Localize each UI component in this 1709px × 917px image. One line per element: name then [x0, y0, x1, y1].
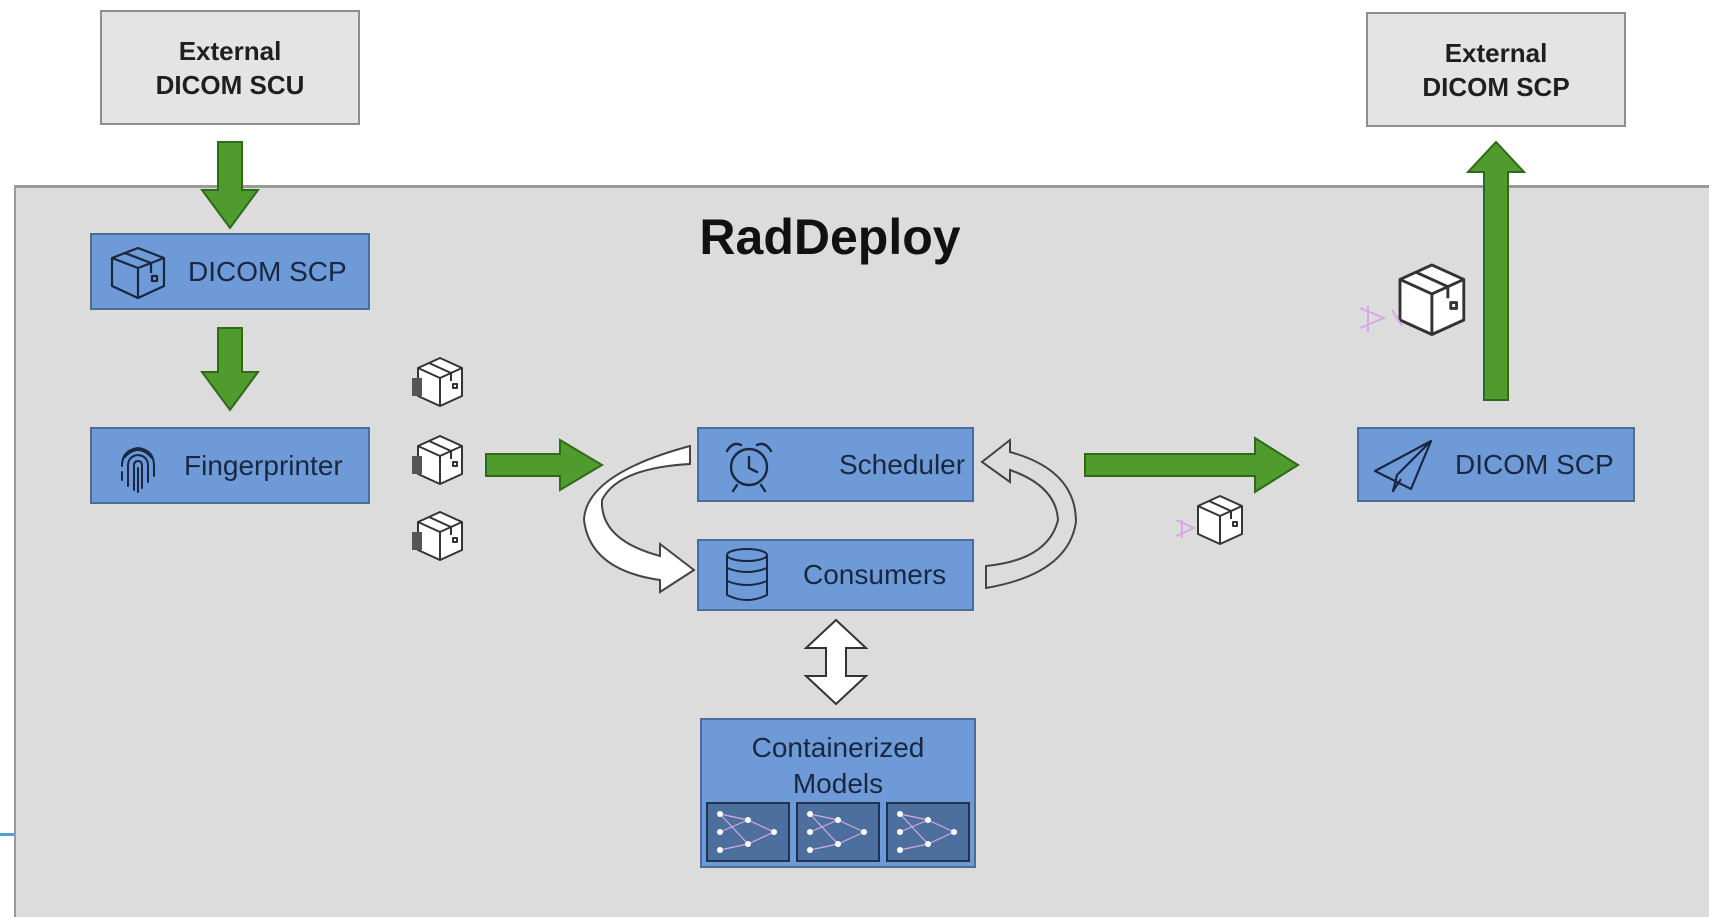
- curved-arrow-scheduler-to-consumers: [582, 444, 696, 594]
- fingerprinter-label: Fingerprinter: [184, 449, 343, 481]
- diagram-title: RadDeploy: [699, 209, 961, 265]
- containerized-models-box: Containerized Models: [700, 718, 976, 868]
- accent-line: [0, 833, 14, 836]
- arrow-scp-to-fingerprinter: [200, 327, 260, 412]
- dicom-scp-input-label: DICOM SCP: [188, 255, 347, 287]
- network-badge-icon: [1175, 519, 1197, 538]
- alarm-clock-icon: [725, 442, 773, 492]
- curved-arrow-consumers-to-scheduler: [980, 437, 1078, 590]
- external-dicom-scp-box: External DICOM SCP: [1366, 12, 1626, 127]
- database-icon: [726, 548, 768, 601]
- arrow-scu-to-scp: [200, 141, 260, 230]
- result-package-icon: [1398, 263, 1466, 336]
- external-scu-line2: DICOM SCU: [155, 69, 305, 100]
- containerized-models-line2: Models: [792, 768, 884, 799]
- arrow-output-scp-to-external-scp: [1465, 140, 1527, 401]
- neural-network-icon: [796, 802, 880, 862]
- package-icon: [110, 246, 166, 299]
- dicom-scp-input-box: DICOM SCP: [90, 233, 370, 310]
- external-dicom-scu-box: External DICOM SCU: [100, 10, 360, 125]
- model-thumbnails: [706, 802, 970, 862]
- external-scu-line1: External: [178, 35, 282, 66]
- consumers-box: Consumers: [697, 539, 974, 611]
- neural-network-icon: [706, 802, 790, 862]
- external-scp-line2: DICOM SCP: [1422, 71, 1570, 102]
- arrow-fingerprinter-to-scheduler: [485, 438, 604, 492]
- result-package-icon: [1197, 495, 1243, 545]
- double-arrow-consumers-models: [803, 618, 869, 706]
- containerized-models-line1: Containerized: [751, 732, 925, 763]
- dicom-scp-output-box: DICOM SCP: [1357, 427, 1635, 502]
- scheduler-box: Scheduler: [697, 427, 974, 502]
- dicom-scp-output-label: DICOM SCP: [1455, 448, 1614, 480]
- fingerprint-icon: [121, 446, 155, 493]
- neural-network-icon: [886, 802, 970, 862]
- arrow-scheduler-to-output-scp: [1084, 436, 1300, 494]
- fingerprinted-package-icon: [412, 357, 463, 407]
- fingerprinted-package-icon: [412, 511, 463, 561]
- external-scp-line1: External: [1444, 37, 1548, 68]
- fingerprinter-box: Fingerprinter: [90, 427, 370, 504]
- consumers-label: Consumers: [803, 559, 947, 590]
- network-badge-icon: [1359, 306, 1403, 332]
- scheduler-label: Scheduler: [839, 448, 966, 480]
- fingerprinted-package-icon: [412, 435, 463, 485]
- paper-plane-icon: [1373, 439, 1433, 492]
